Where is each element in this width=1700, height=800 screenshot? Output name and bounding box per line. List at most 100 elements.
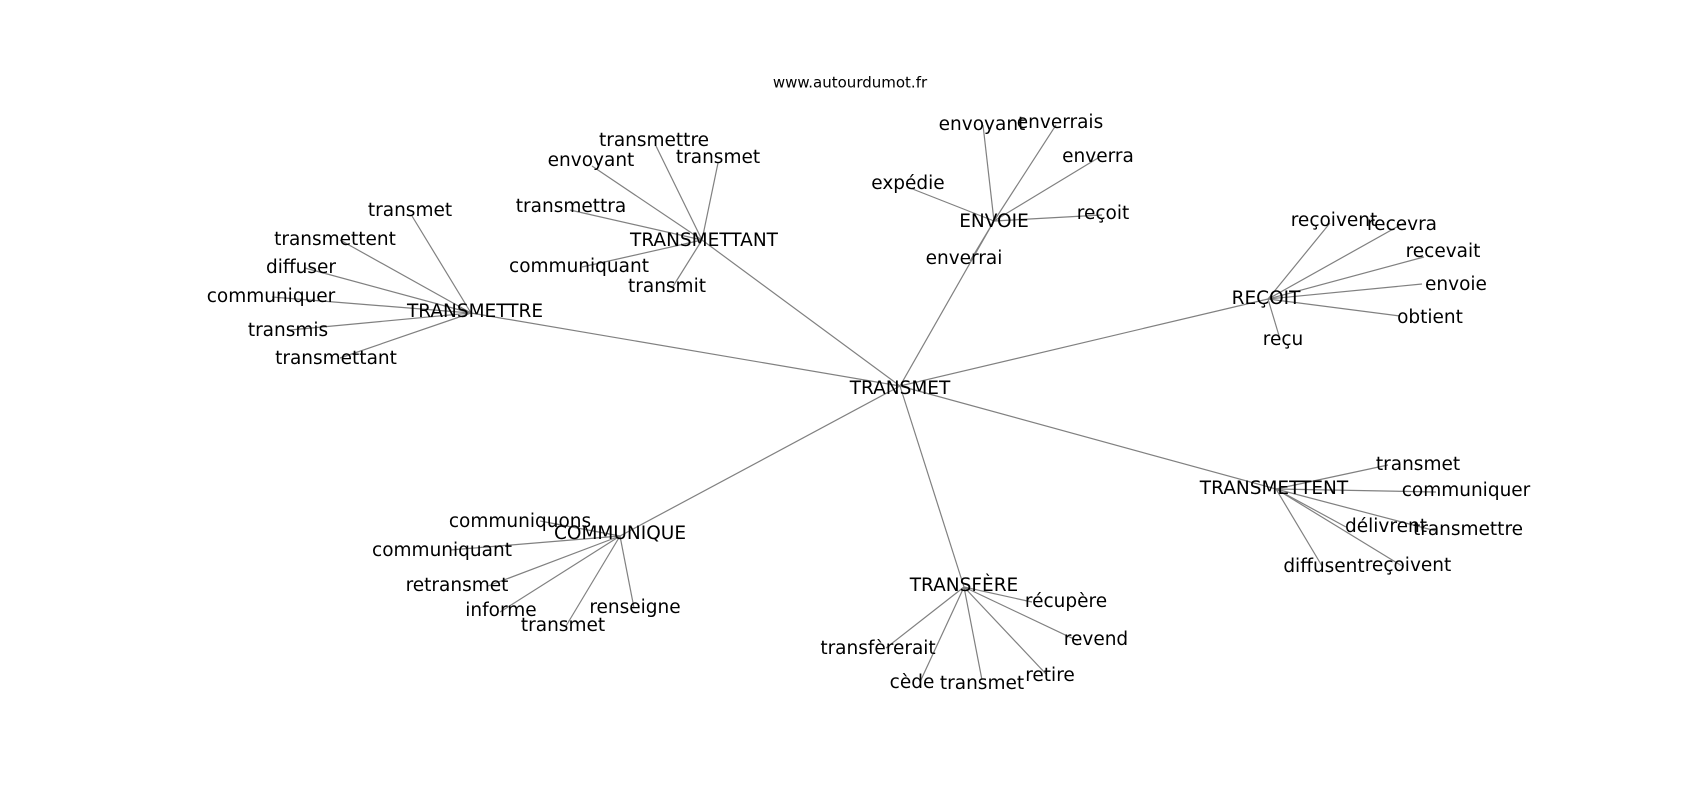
edge-communique-leaf [565, 535, 621, 627]
edge-transmettant-leaf [591, 165, 703, 241]
edge-envoie-leaf [969, 220, 995, 262]
leaf-node-word[interactable]: communiquant [372, 540, 512, 561]
leaf-node-word[interactable]: renseigne [589, 597, 680, 618]
edge-root-transmettre [470, 312, 901, 387]
edge-transfere-leaf [885, 586, 965, 649]
edge-transmettant-leaf [671, 239, 703, 289]
edge-envoie-leaf [993, 124, 1057, 222]
leaf-node-word[interactable]: communiquant [509, 256, 649, 277]
edge-envoie-leaf [993, 214, 1103, 222]
leaf-node-word[interactable]: transmet [940, 673, 1024, 694]
leaf-node-word[interactable]: reçoivent [1291, 210, 1378, 231]
leaf-node-word[interactable]: transmettre [599, 130, 709, 151]
leaf-node-word[interactable]: reçu [1263, 329, 1303, 350]
edge-transmettent-leaf [1275, 488, 1347, 528]
edge-transmettre-leaf [411, 215, 472, 314]
site-url: www.autourdumot.fr [773, 74, 928, 92]
hub-node-transmettre[interactable]: TRANSMETTRE [406, 301, 543, 322]
edge-transmettre-leaf [304, 267, 472, 314]
edge-transfere-leaf [963, 586, 1047, 675]
edge-communique-leaf [449, 535, 621, 551]
leaf-node-word[interactable]: envoie [1425, 274, 1487, 295]
leaf-node-word[interactable]: enverra [1062, 146, 1134, 167]
edge-transmettent-leaf [1275, 488, 1323, 567]
edge-root-communique [619, 385, 901, 537]
edge-transmettant-leaf [701, 162, 719, 241]
leaf-node-word[interactable]: transmet [1376, 454, 1460, 475]
leaf-node-word[interactable]: diffusent [1283, 556, 1364, 577]
edge-envoie-leaf [993, 157, 1099, 222]
leaf-node-word[interactable]: transmis [248, 320, 328, 341]
edge-recoit-leaf [1267, 256, 1425, 300]
leaf-node-word[interactable]: enverrai [926, 248, 1003, 269]
leaf-node-word[interactable]: obtient [1397, 307, 1463, 328]
edge-transmettant-leaf [569, 209, 703, 241]
leaf-node-word[interactable]: transmet [521, 615, 605, 636]
edge-transmettant-leaf [655, 145, 703, 241]
leaf-node-word[interactable]: communiquer [207, 286, 336, 307]
edge-recoit-leaf [1267, 222, 1405, 300]
hub-node-envoie[interactable]: ENVOIE [959, 211, 1029, 232]
leaf-node-word[interactable]: transmettre [1413, 519, 1523, 540]
leaf-node-word[interactable]: expédie [871, 173, 944, 194]
leaf-node-word[interactable]: transmettent [274, 229, 396, 250]
leaf-node-word[interactable]: envoyant [939, 114, 1026, 135]
edge-transmettent-leaf [1275, 488, 1437, 493]
edge-transfere-leaf [963, 586, 1033, 603]
leaf-node-word[interactable]: cède [890, 672, 935, 693]
edge-root-transmettant [701, 239, 901, 387]
edge-root-recoit [899, 298, 1269, 387]
leaf-node-word[interactable]: délivrent [1345, 516, 1427, 537]
edge-transmettent-leaf [1275, 488, 1403, 567]
edge-recoit-leaf [1267, 298, 1281, 340]
edge-communique-leaf [539, 520, 621, 537]
edge-recoit-leaf [1267, 298, 1401, 317]
edge-envoie-leaf [909, 187, 995, 222]
leaf-node-word[interactable]: transmettant [275, 348, 397, 369]
graph-nodes: TRANSMET TRANSMETTRE transmet transmettent d… [207, 112, 1531, 694]
leaf-node-word[interactable]: transfèrerait [820, 638, 935, 659]
hub-node-transfere[interactable]: TRANSFÈRE [909, 574, 1019, 596]
leaf-node-word[interactable]: diffuser [266, 257, 336, 278]
edge-recoit-leaf [1267, 283, 1423, 300]
edge-communique-leaf [619, 535, 635, 609]
leaf-node-word[interactable]: transmet [368, 200, 452, 221]
edge-transfere-leaf [919, 586, 965, 683]
leaf-node-word[interactable]: revend [1064, 629, 1128, 650]
hub-node-communique[interactable]: COMMUNIQUE [554, 523, 686, 544]
edge-transmettre-leaf [339, 312, 472, 359]
edge-root-envoie [899, 220, 995, 387]
leaf-node-word[interactable]: communiquer [1402, 480, 1531, 501]
leaf-node-word[interactable]: recevait [1406, 241, 1481, 262]
edge-transmettre-leaf [339, 239, 472, 314]
hub-node-transmettant[interactable]: TRANSMETTANT [629, 230, 779, 251]
leaf-node-word[interactable]: recevra [1367, 214, 1437, 235]
hub-node-transmettent[interactable]: TRANSMETTENT [1199, 478, 1349, 499]
edge-root-transmettent [899, 385, 1277, 490]
edge-transmettent-leaf [1275, 488, 1437, 532]
edge-envoie-leaf [982, 124, 995, 222]
leaf-node-word[interactable]: retire [1025, 665, 1075, 686]
edge-communique-leaf [499, 535, 621, 613]
leaf-node-word[interactable]: transmet [676, 147, 760, 168]
edge-root-transfere [899, 385, 965, 588]
leaf-node-word[interactable]: communiquons [449, 511, 591, 532]
leaf-node-word[interactable]: reçoit [1077, 203, 1129, 224]
root-node-label[interactable]: TRANSMET [849, 378, 951, 399]
leaf-node-word[interactable]: informe [465, 600, 536, 621]
leaf-node-word[interactable]: transmettra [516, 196, 626, 217]
leaf-node-word[interactable]: envoyant [548, 150, 635, 171]
leaf-node-word[interactable]: enverrais [1017, 112, 1103, 133]
leaf-node-word[interactable]: récupère [1025, 591, 1107, 612]
edge-transfere-leaf [963, 586, 1079, 642]
leaf-node-word[interactable]: retransmet [406, 575, 509, 596]
edge-communique-leaf [487, 535, 621, 587]
edge-transmettre-leaf [289, 312, 472, 331]
edge-transmettre-leaf [271, 296, 472, 314]
edge-recoit-leaf [1267, 222, 1331, 300]
hub-node-recoit[interactable]: REÇOIT [1232, 288, 1301, 309]
leaf-node-word[interactable]: reçoivent [1365, 555, 1452, 576]
leaf-node-word[interactable]: transmit [628, 276, 706, 297]
graph-edges [271, 124, 1437, 683]
